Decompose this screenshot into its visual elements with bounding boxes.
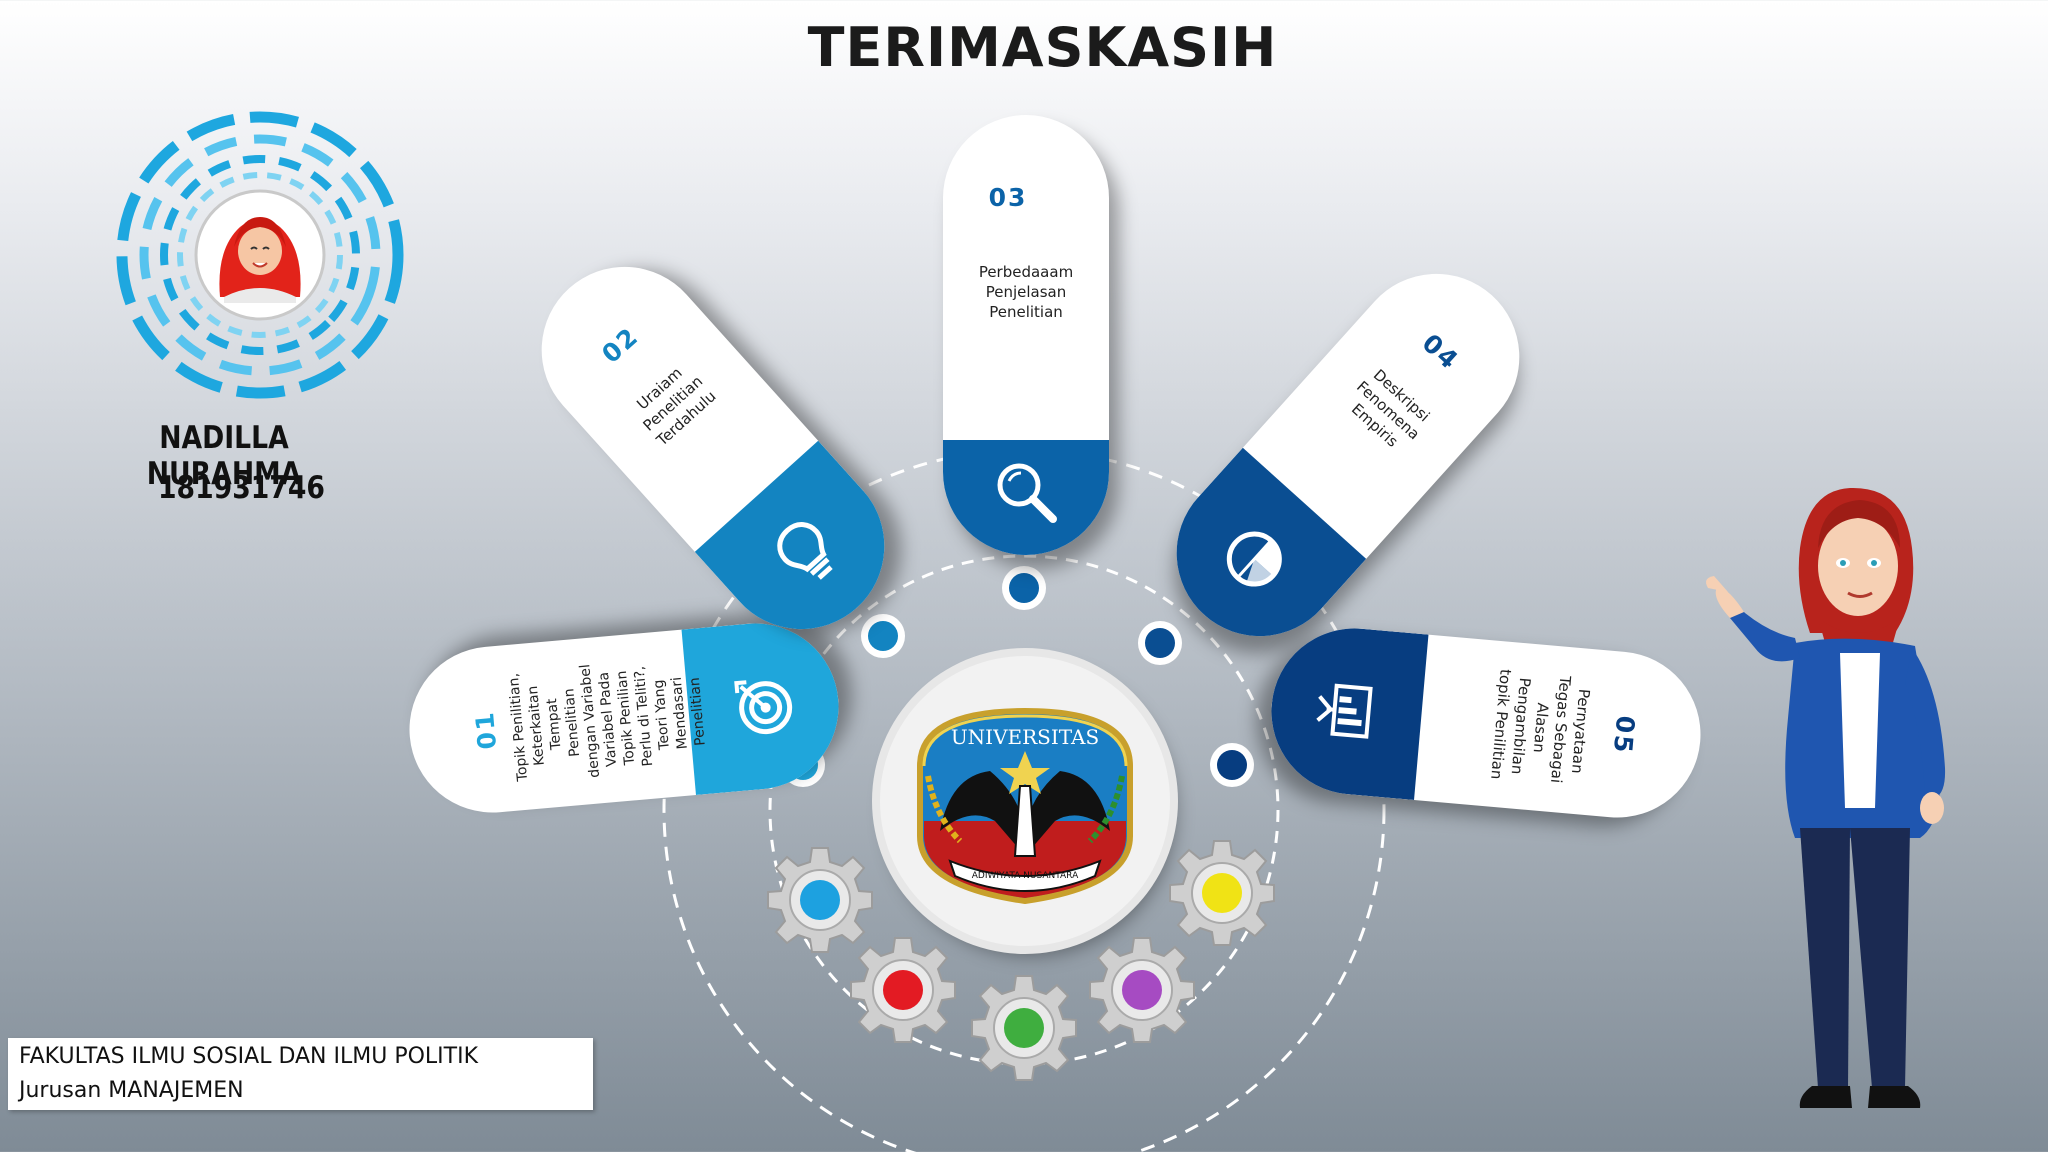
- connector-dot-02: [861, 614, 905, 658]
- gear-red: [850, 937, 956, 1043]
- lightbulb-icon: [722, 470, 892, 633]
- gear-purple: [1089, 937, 1195, 1043]
- avatar: [219, 217, 301, 303]
- logo-arc-text: UNIVERSITAS: [951, 725, 1099, 749]
- faculty-text: FAKULTAS ILMU SOSIAL DAN ILMU POLITIK: [19, 1044, 479, 1069]
- presentation-board-icon: [1304, 625, 1388, 796]
- gear-yellow: [1169, 840, 1275, 946]
- presenter-name: NADILLA NURAHMA: [146, 420, 302, 492]
- connector-dot-03: [1002, 566, 1046, 610]
- slide-title: TERIMASKASIH: [807, 16, 1278, 79]
- presenter-id: 181931746: [158, 470, 325, 506]
- department-text: Jurusan MANAJEMEN: [19, 1078, 244, 1103]
- presenter-illustration: [1706, 487, 1946, 1108]
- avatar-ring: [116, 111, 404, 399]
- footer-info-box: FAKULTAS ILMU SOSIAL DAN ILMU POLITIK Ju…: [8, 1038, 593, 1110]
- connector-dot-04: [1138, 621, 1182, 665]
- university-logo: UNIVERSITAS ADIWIYATA NUSANTARA: [880, 656, 1170, 946]
- item-number: 03: [988, 183, 1028, 212]
- pie-chart-icon: [1169, 477, 1339, 640]
- logo-ribbon-text: ADIWIYATA NUSANTARA: [972, 871, 1079, 881]
- gear-green: [971, 975, 1077, 1081]
- gear-blue: [767, 847, 873, 953]
- target-icon: [721, 620, 805, 791]
- magnifier-icon: [943, 457, 1109, 527]
- connector-dot-05: [1210, 743, 1254, 787]
